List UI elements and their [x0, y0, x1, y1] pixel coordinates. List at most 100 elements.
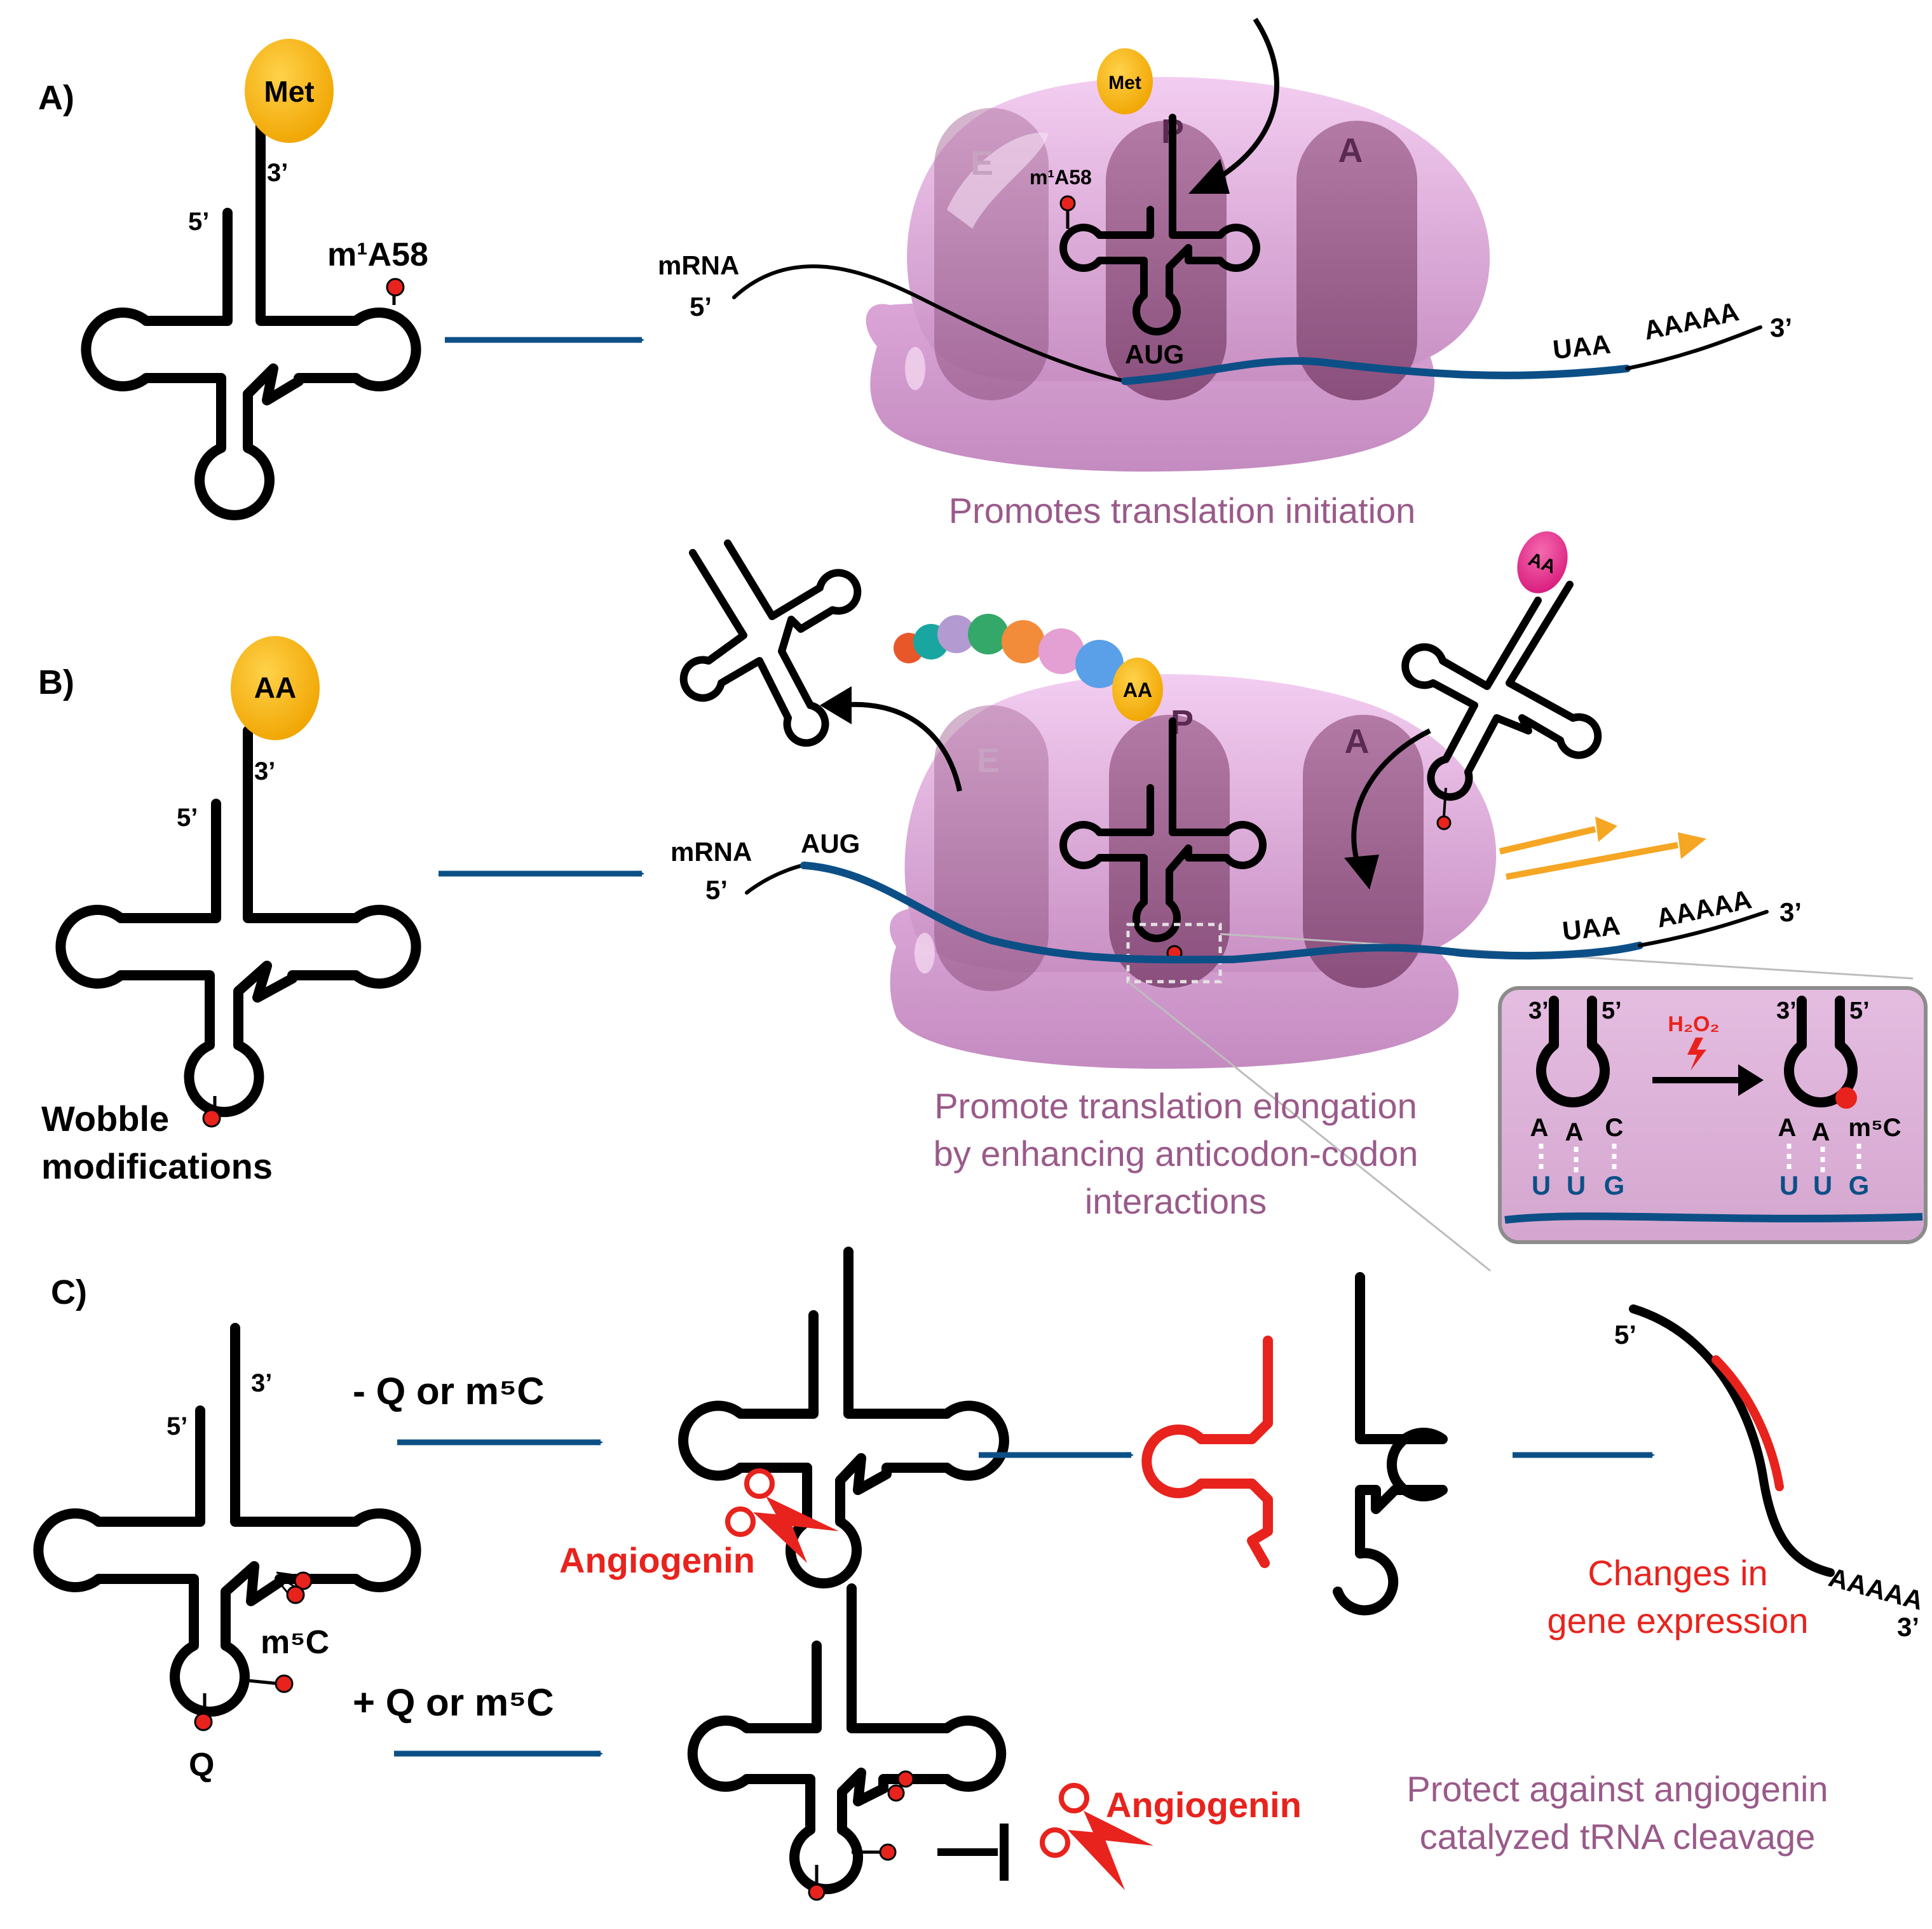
- scissors-ring: [1059, 1783, 1089, 1813]
- trna-b-incoming: [1401, 581, 1602, 801]
- zoom-box: [1126, 923, 1222, 984]
- movement-arrowhead-1: [1595, 816, 1617, 842]
- peptide-bead: [968, 614, 1009, 654]
- met-amino-acid-p: [1097, 48, 1153, 114]
- site-e-slot: [934, 108, 1049, 400]
- small-subunit-highlight-b: [915, 933, 935, 973]
- protect-line1: Protect against angiogenin: [1406, 1769, 1828, 1809]
- wobble-label-1: Wobble: [41, 1099, 169, 1139]
- trna-c-protected-body: [687, 1583, 1007, 1895]
- panel-a: A) Met 3’ 5’ m¹A58 E P A: [38, 17, 1792, 531]
- wobble-label-2: modifications: [41, 1146, 273, 1186]
- incoming-mod-link: [1443, 787, 1447, 817]
- entry-arrow-b: [1351, 728, 1431, 872]
- m1a58-label-p: m¹A58: [1030, 166, 1092, 189]
- mrna-b-label: mRNA: [670, 837, 752, 867]
- q-label: Q: [189, 1747, 214, 1783]
- site-e-label-b: E: [977, 741, 1000, 780]
- spike: [276, 1574, 296, 1588]
- trna-a-3prime: 3’: [267, 159, 288, 187]
- caption-a: Promotes translation initiation: [949, 491, 1416, 531]
- m5c-dot-anticodon: [275, 1674, 294, 1693]
- scissors-icon: [725, 1468, 839, 1563]
- site-e-label: E: [970, 144, 993, 182]
- inset-left-3prime: 3’: [1528, 998, 1549, 1024]
- inset-left-5prime: 5’: [1602, 998, 1622, 1024]
- mrna-a-5prime: 5’: [690, 292, 712, 322]
- panel-b-label: B): [38, 663, 74, 701]
- peptide-chain: [894, 614, 1124, 688]
- site-a-slot-b: [1303, 715, 1424, 988]
- plus-label: + Q or m⁵C: [353, 1681, 554, 1724]
- inset-m5c-dot: [1835, 1087, 1857, 1109]
- trna-a-free: Met 3’ 5’ m¹A58: [81, 39, 428, 520]
- mrna-b-3prime-strand: [1638, 910, 1769, 947]
- trna-c-unprotected: Angiogenin: [559, 1247, 1009, 1589]
- peptide-bead: [937, 615, 976, 653]
- inset-anticodon-left-3: C: [1605, 1114, 1624, 1142]
- trna-a-p-site: [1059, 114, 1260, 335]
- inset-anticodon-right-3: m⁵C: [1848, 1114, 1901, 1142]
- movement-arrowhead-2: [1678, 832, 1706, 859]
- h2o2-label: H₂O₂: [1668, 1012, 1719, 1036]
- mrna-b-coding-region: [800, 862, 1643, 964]
- inset-right-5prime: 5’: [1849, 998, 1870, 1024]
- trna-a-body: [81, 147, 421, 520]
- movement-arrow-2: [1506, 842, 1678, 880]
- inset-frame: [1498, 986, 1928, 1244]
- inset-right-pairs: [1786, 1144, 1861, 1172]
- site-a-label-b: A: [1345, 722, 1370, 761]
- panel-c: C) 3’ 5’ m⁵C Q - Q or m⁵C: [33, 1247, 1927, 1901]
- m5c-dot-1: [294, 1571, 313, 1590]
- lightning-icon: [1687, 1038, 1706, 1071]
- m5c-dot-protected-2: [887, 1784, 905, 1802]
- small-subunit-highlight: [905, 347, 925, 390]
- spike: [276, 1571, 299, 1577]
- angiogenin-bottom: Angiogenin: [1106, 1785, 1302, 1825]
- ribosome-b: E P A AA: [670, 531, 1914, 1272]
- angiogenin-top: Angiogenin: [559, 1540, 755, 1580]
- start-codon-a: AUG: [1125, 339, 1184, 369]
- inhibition-bar-icon: [937, 1824, 1009, 1881]
- inset-mrna: [1504, 1212, 1923, 1224]
- wobble-mod-dot: [202, 1109, 221, 1128]
- trna-c-free: 3’ 5’ m⁵C Q: [33, 1323, 421, 1783]
- peptide-bead: [1075, 640, 1124, 688]
- inset-arrowhead: [1738, 1064, 1764, 1096]
- m5c-dot-2: [286, 1585, 305, 1604]
- inset-codon-left-3: G: [1604, 1170, 1625, 1200]
- aa-label-p: AA: [1123, 679, 1152, 701]
- met-label: Met: [264, 75, 314, 108]
- ribosome-a: E P A m¹A58 Met mRNA 5’ AUG UAA AAAAA 3’: [658, 17, 1792, 472]
- trna-c-protected: [687, 1583, 1007, 1901]
- mrna-b-3prime: 3’: [1779, 897, 1802, 927]
- result-line2: gene expression: [1548, 1601, 1809, 1641]
- start-codon-b: AUG: [801, 829, 860, 858]
- zoom-line-1: [1127, 980, 1491, 1272]
- trna-c-5prime: 5’: [167, 1412, 187, 1440]
- curved-arrowhead-a: [1188, 159, 1230, 194]
- curved-arrow-a: [1206, 17, 1279, 187]
- caption-b-line2: by enhancing anticodon-codon: [934, 1134, 1418, 1174]
- m1a58-mod-dot: [386, 278, 405, 297]
- three-prime-fragment: [1333, 1272, 1448, 1616]
- wobble-mod-dot-incoming: [1436, 815, 1452, 830]
- site-e-slot-b: [934, 705, 1049, 991]
- mrna-c-strand: [1629, 1304, 1835, 1577]
- caption-b-line3: interactions: [1085, 1181, 1267, 1221]
- inset-codon-right-2: U: [1813, 1170, 1832, 1200]
- inset-anticodon-left-1: A: [1530, 1114, 1549, 1142]
- inset-anticodon-left-2: A: [1565, 1118, 1584, 1146]
- entry-arrowhead-b: [1344, 855, 1379, 890]
- trna-c-body: [33, 1323, 421, 1717]
- site-a-label: A: [1338, 132, 1363, 170]
- mrna-a-label: mRNA: [658, 250, 739, 280]
- mrna-c-polya: AAAAA: [1826, 1562, 1927, 1616]
- mrna-c-3prime: 3’: [1897, 1612, 1919, 1642]
- inset-codon-left-1: U: [1532, 1170, 1551, 1200]
- m1a58-mod-dot-p: [1059, 195, 1076, 212]
- aa-amino-acid: [231, 636, 320, 740]
- mrna-a-3prime-strand: [1625, 325, 1762, 370]
- trna-b-3prime: 3’: [254, 757, 275, 785]
- q-dot: [194, 1712, 213, 1731]
